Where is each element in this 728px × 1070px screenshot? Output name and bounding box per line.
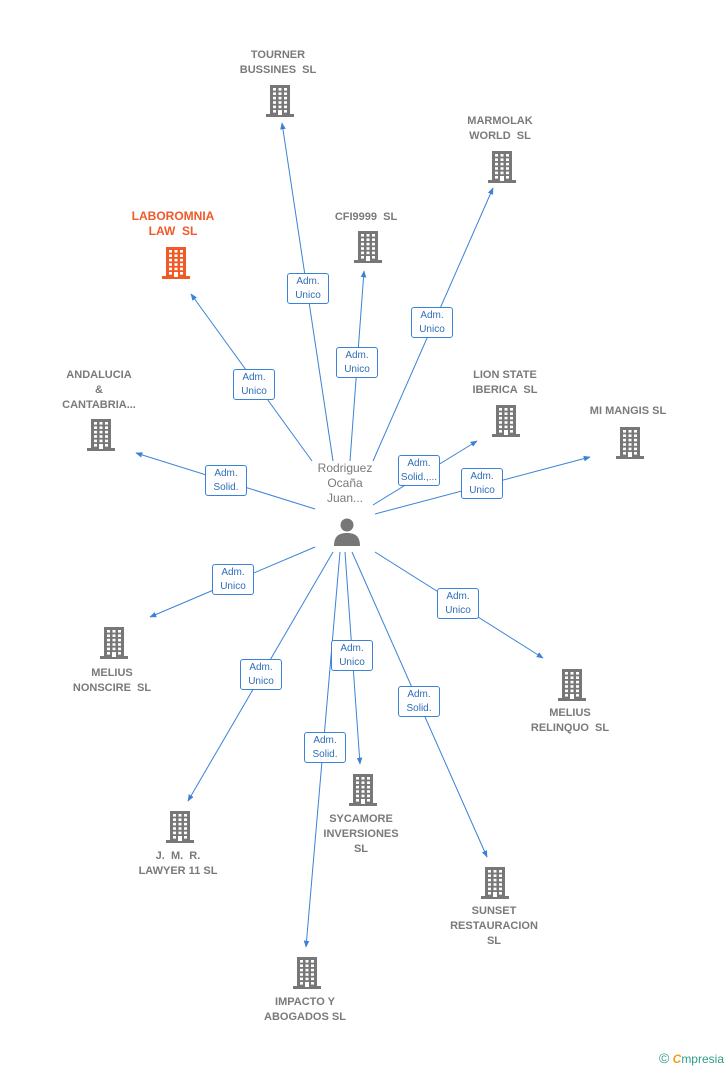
building-icon-meliusnonscire[interactable] — [99, 626, 129, 665]
node-label-meliusrelinquo[interactable]: MELIUS RELINQUO SL — [530, 707, 610, 734]
building-icon-sunset[interactable] — [480, 866, 510, 905]
edge-label-sunset[interactable]: Adm. Solid. — [398, 686, 440, 717]
edge-label-impacto[interactable]: Adm. Solid. — [304, 732, 346, 763]
building-icon-sycamore[interactable] — [348, 773, 378, 812]
node-label-impacto[interactable]: IMPACTO Y ABOGADOS SL — [264, 996, 346, 1023]
center-person-name[interactable]: Rodriguez Ocaña Juan... — [317, 461, 373, 505]
edge-label-jmr[interactable]: Adm. Unico — [240, 659, 282, 690]
edge-label-tourner[interactable]: Adm. Unico — [287, 273, 329, 304]
node-label-meliusnonscire[interactable]: MELIUS NONSCIRE SL — [72, 667, 152, 694]
edge-label-mimangis[interactable]: Adm. Unico — [461, 468, 503, 499]
building-icon-jmr[interactable] — [165, 810, 195, 849]
brand-name: mpresia — [681, 1052, 724, 1066]
building-icon-mimangis[interactable] — [615, 426, 645, 465]
building-icon-meliusrelinquo[interactable] — [557, 668, 587, 707]
node-label-mimangis[interactable]: MI MANGIS SL — [589, 405, 667, 417]
building-icon-laboromnia[interactable] — [161, 246, 191, 285]
node-label-jmr[interactable]: J. M. R. LAWYER 11 SL — [138, 850, 218, 877]
edge-label-meliusnonscire[interactable]: Adm. Unico — [212, 564, 254, 595]
node-label-laboromnia[interactable]: LABOROMNIA LAW SL — [131, 209, 215, 238]
building-icon-tourner[interactable] — [265, 84, 295, 123]
node-label-sycamore[interactable]: SYCAMORE INVERSIONES SL — [323, 813, 399, 855]
building-icon-marmolak[interactable] — [487, 150, 517, 189]
edge-label-sycamore[interactable]: Adm. Unico — [331, 640, 373, 671]
brand-initial: C — [672, 1052, 682, 1066]
building-icon-impacto[interactable] — [292, 956, 322, 995]
node-label-tourner[interactable]: TOURNER BUSSINES SL — [239, 49, 317, 76]
edge-label-lionstate[interactable]: Adm. Solid.,... — [398, 455, 440, 486]
copyright-symbol: © — [658, 1050, 670, 1066]
node-label-lionstate[interactable]: LION STATE IBERICA SL — [472, 369, 538, 396]
building-icon-cfi9999[interactable] — [353, 230, 383, 269]
person-icon[interactable] — [332, 517, 362, 552]
node-label-andalucia[interactable]: ANDALUCIA & CANTABRIA... — [62, 369, 136, 411]
edge-label-marmolak[interactable]: Adm. Unico — [411, 307, 453, 338]
edge-label-cfi9999[interactable]: Adm. Unico — [336, 347, 378, 378]
node-label-cfi9999[interactable]: CFI9999 SL — [334, 211, 398, 223]
edge-label-andalucia[interactable]: Adm. Solid. — [205, 465, 247, 496]
edge-label-laboromnia[interactable]: Adm. Unico — [233, 369, 275, 400]
node-label-marmolak[interactable]: MARMOLAK WORLD SL — [467, 115, 533, 142]
building-icon-andalucia[interactable] — [86, 418, 116, 457]
node-label-sunset[interactable]: SUNSET RESTAURACION SL — [450, 905, 538, 947]
building-icon-lionstate[interactable] — [491, 404, 521, 443]
footer-brand: © Cmpresia — [659, 1050, 724, 1066]
edge-label-meliusrelinquo[interactable]: Adm. Unico — [437, 588, 479, 619]
